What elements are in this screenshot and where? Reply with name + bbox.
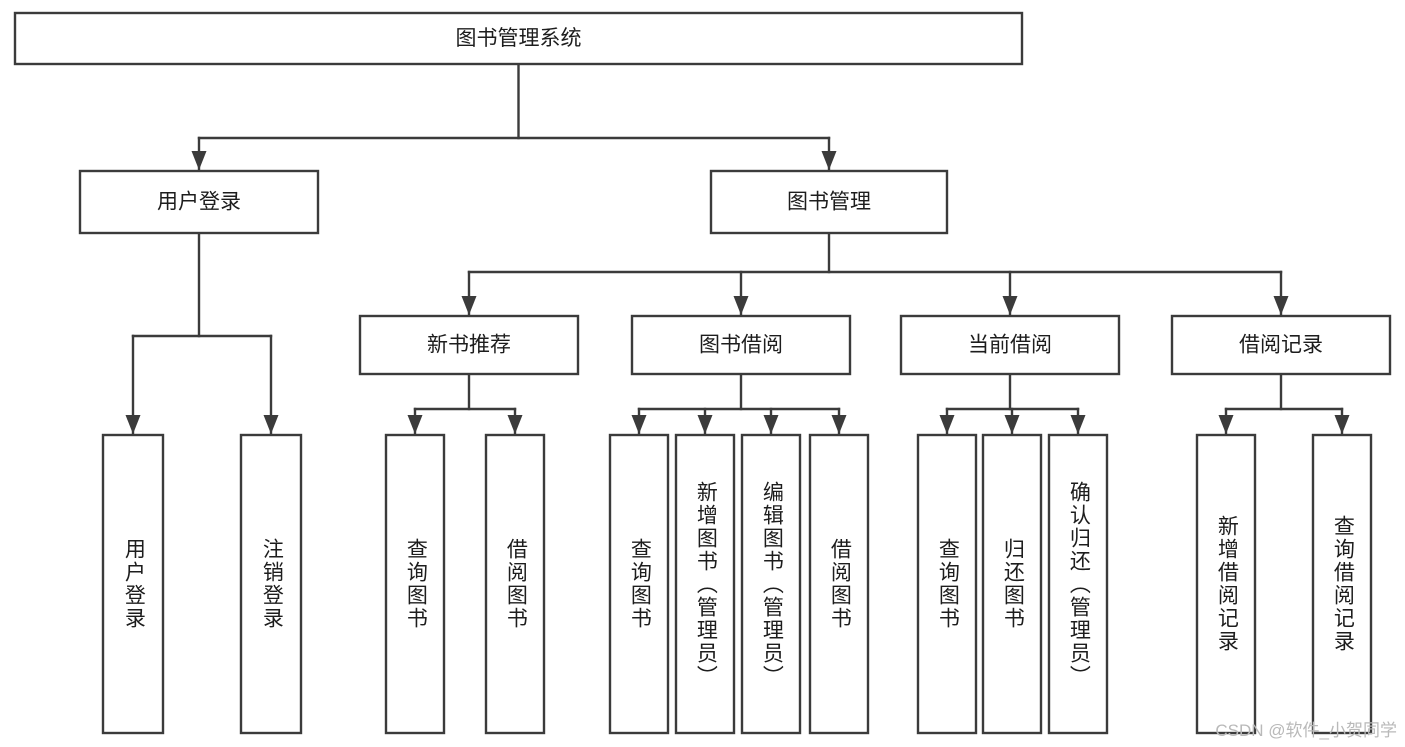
arrow-head-icon	[631, 415, 647, 434]
leaf-node-box[interactable]	[981, 433, 1043, 735]
watermark: CSDN @软件_小贺同学	[1215, 721, 1397, 740]
connector-layer	[125, 62, 1350, 435]
arrow-head-icon	[1334, 415, 1350, 434]
arrow-head-icon	[821, 151, 837, 170]
arrow-head-icon	[1070, 415, 1086, 434]
leaf-node-box[interactable]	[101, 433, 165, 735]
arrow-head-icon	[263, 415, 279, 434]
arrow-head-icon	[1002, 296, 1018, 315]
arrow-head-icon	[831, 415, 847, 434]
arrow-head-icon	[125, 415, 141, 434]
level2-node-box[interactable]	[1170, 314, 1392, 376]
arrow-head-icon	[763, 415, 779, 434]
leaf-node-box[interactable]	[1047, 433, 1109, 735]
arrow-head-icon	[507, 415, 523, 434]
leaf-node-box[interactable]	[1311, 433, 1373, 735]
leaf-node-box[interactable]	[239, 433, 303, 735]
arrow-head-icon	[407, 415, 423, 434]
level2-node-box[interactable]	[899, 314, 1121, 376]
level1-node-label: 图书管理	[787, 191, 871, 214]
root-node-label: 图书管理系统	[456, 27, 582, 50]
arrow-head-icon	[191, 151, 207, 170]
leaf-node-box[interactable]	[1195, 433, 1257, 735]
leaf-node-box[interactable]	[916, 433, 978, 735]
level1-node-label: 用户登录	[157, 191, 241, 214]
arrow-head-icon	[939, 415, 955, 434]
level2-node-label: 借阅记录	[1239, 334, 1323, 357]
leaf-node-box[interactable]	[484, 433, 546, 735]
level2-node-box[interactable]	[358, 314, 580, 376]
level2-node-box[interactable]	[630, 314, 852, 376]
arrow-head-icon	[697, 415, 713, 434]
arrow-head-icon	[733, 296, 749, 315]
level1-node-box[interactable]	[709, 169, 949, 235]
leaf-node-box[interactable]	[384, 433, 446, 735]
box-layer	[13, 11, 1392, 735]
arrow-head-icon	[1004, 415, 1020, 434]
leaf-node-box[interactable]	[808, 433, 870, 735]
arrow-head-icon	[461, 296, 477, 315]
leaf-node-box[interactable]	[608, 433, 670, 735]
arrow-head-icon	[1218, 415, 1234, 434]
level2-node-label: 新书推荐	[427, 334, 511, 357]
level2-node-label: 当前借阅	[968, 334, 1052, 357]
root-node-box[interactable]	[13, 11, 1024, 66]
leaf-node-box[interactable]	[674, 433, 736, 735]
level2-node-label: 图书借阅	[699, 334, 783, 357]
level1-node-box[interactable]	[78, 169, 320, 235]
leaf-node-box[interactable]	[740, 433, 802, 735]
arrow-head-icon	[1273, 296, 1289, 315]
